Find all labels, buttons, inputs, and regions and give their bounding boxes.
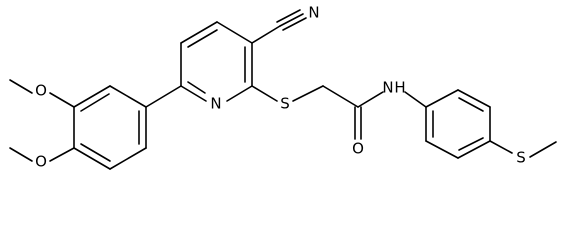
- dimethoxyphenyl-ring: [73, 85, 147, 170]
- molecule-diagram: N N S O N H S O O: [9, 4, 557, 171]
- methoxy-o-bottom-label: O: [35, 153, 47, 171]
- methylthio-group: [489, 140, 557, 158]
- carbonyl-o-label: O: [352, 140, 364, 158]
- methoxy-o-top-label: O: [35, 82, 47, 100]
- pyridine-n-label: N: [210, 95, 221, 113]
- n-aryl-ring: [425, 89, 491, 159]
- nitrile-n-label: N: [308, 4, 319, 22]
- pyridine-ring: [180, 21, 253, 102]
- thioether-s-label: S: [280, 95, 290, 113]
- thioether-linker: [251, 85, 359, 108]
- amide-h-label: H: [394, 79, 405, 97]
- methylthio-s-label: S: [516, 149, 526, 167]
- nitrile-group: [251, 9, 307, 44]
- structure-svg: N N S O N H S O O: [9, 4, 557, 171]
- aryl-link-bond: [145, 85, 182, 108]
- methoxy-groups: [9, 79, 75, 162]
- amide-group: [354, 91, 427, 140]
- amide-n-label: N: [382, 79, 393, 97]
